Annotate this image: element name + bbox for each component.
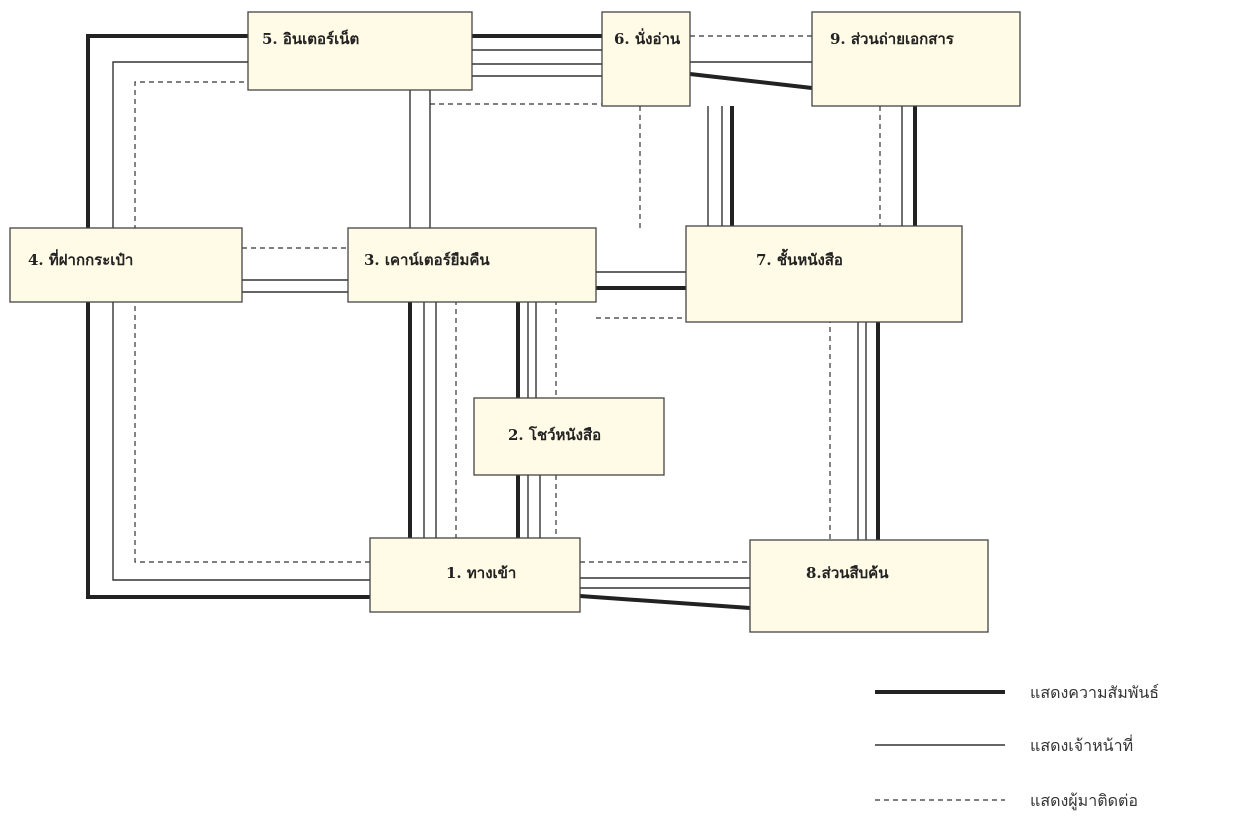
box-label-copy: 9. ส่วนถ่ายเอกสาร [830, 30, 955, 48]
legend-label-visitor: แสดงผู้มาติดต่อ [1030, 791, 1138, 811]
connector-lines [86, 34, 917, 610]
box-bag-deposit: 4. ที่ฝากกระเป๋า [9, 227, 243, 303]
relation-line-reading-copy [689, 72, 813, 90]
box-entrance: 1. ทางเข้า [369, 537, 581, 613]
relation-line-entrance-search [579, 594, 751, 610]
relation-line-entrance-internet [86, 34, 370, 599]
legend-label-staff: แสดงเจ้าหน้าที่ [1030, 734, 1133, 755]
box-bookshelf: 7. ชั้นหนังสือ [685, 225, 963, 323]
legend-label-relation: แสดงความสัมพันธ์ [1030, 683, 1159, 702]
box-book-show: 2. โชว์หนังสือ [473, 397, 665, 476]
box-label-bag-deposit: 4. ที่ฝากกระเป๋า [28, 249, 133, 269]
box-label-entrance: 1. ทางเข้า [446, 564, 516, 582]
box-label-internet: 5. อินเตอร์เน็ต [262, 29, 359, 48]
box-label-reading: 6. นั่งอ่าน [614, 28, 681, 48]
staff-line-entrance-internet [112, 61, 370, 581]
visitor-line-entrance-internet [134, 81, 370, 563]
box-label-book-show: 2. โชว์หนังสือ [508, 425, 601, 444]
box-internet: 5. อินเตอร์เน็ต [247, 11, 473, 91]
box-label-search: 8.ส่วนสืบค้น [806, 564, 889, 582]
legend: แสดงความสัมพันธ์ แสดงเจ้าหน้าที่ แสดงผู้… [875, 683, 1159, 811]
box-reading: 6. นั่งอ่าน [601, 11, 691, 107]
box-search: 8.ส่วนสืบค้น [749, 539, 989, 633]
box-copy: 9. ส่วนถ่ายเอกสาร [811, 11, 1021, 107]
box-label-bookshelf: 7. ชั้นหนังสือ [756, 248, 843, 269]
box-label-counter: 3. เคาน์เตอร์ยืมคืน [364, 251, 490, 269]
box-counter: 3. เคาน์เตอร์ยืมคืน [347, 227, 597, 303]
